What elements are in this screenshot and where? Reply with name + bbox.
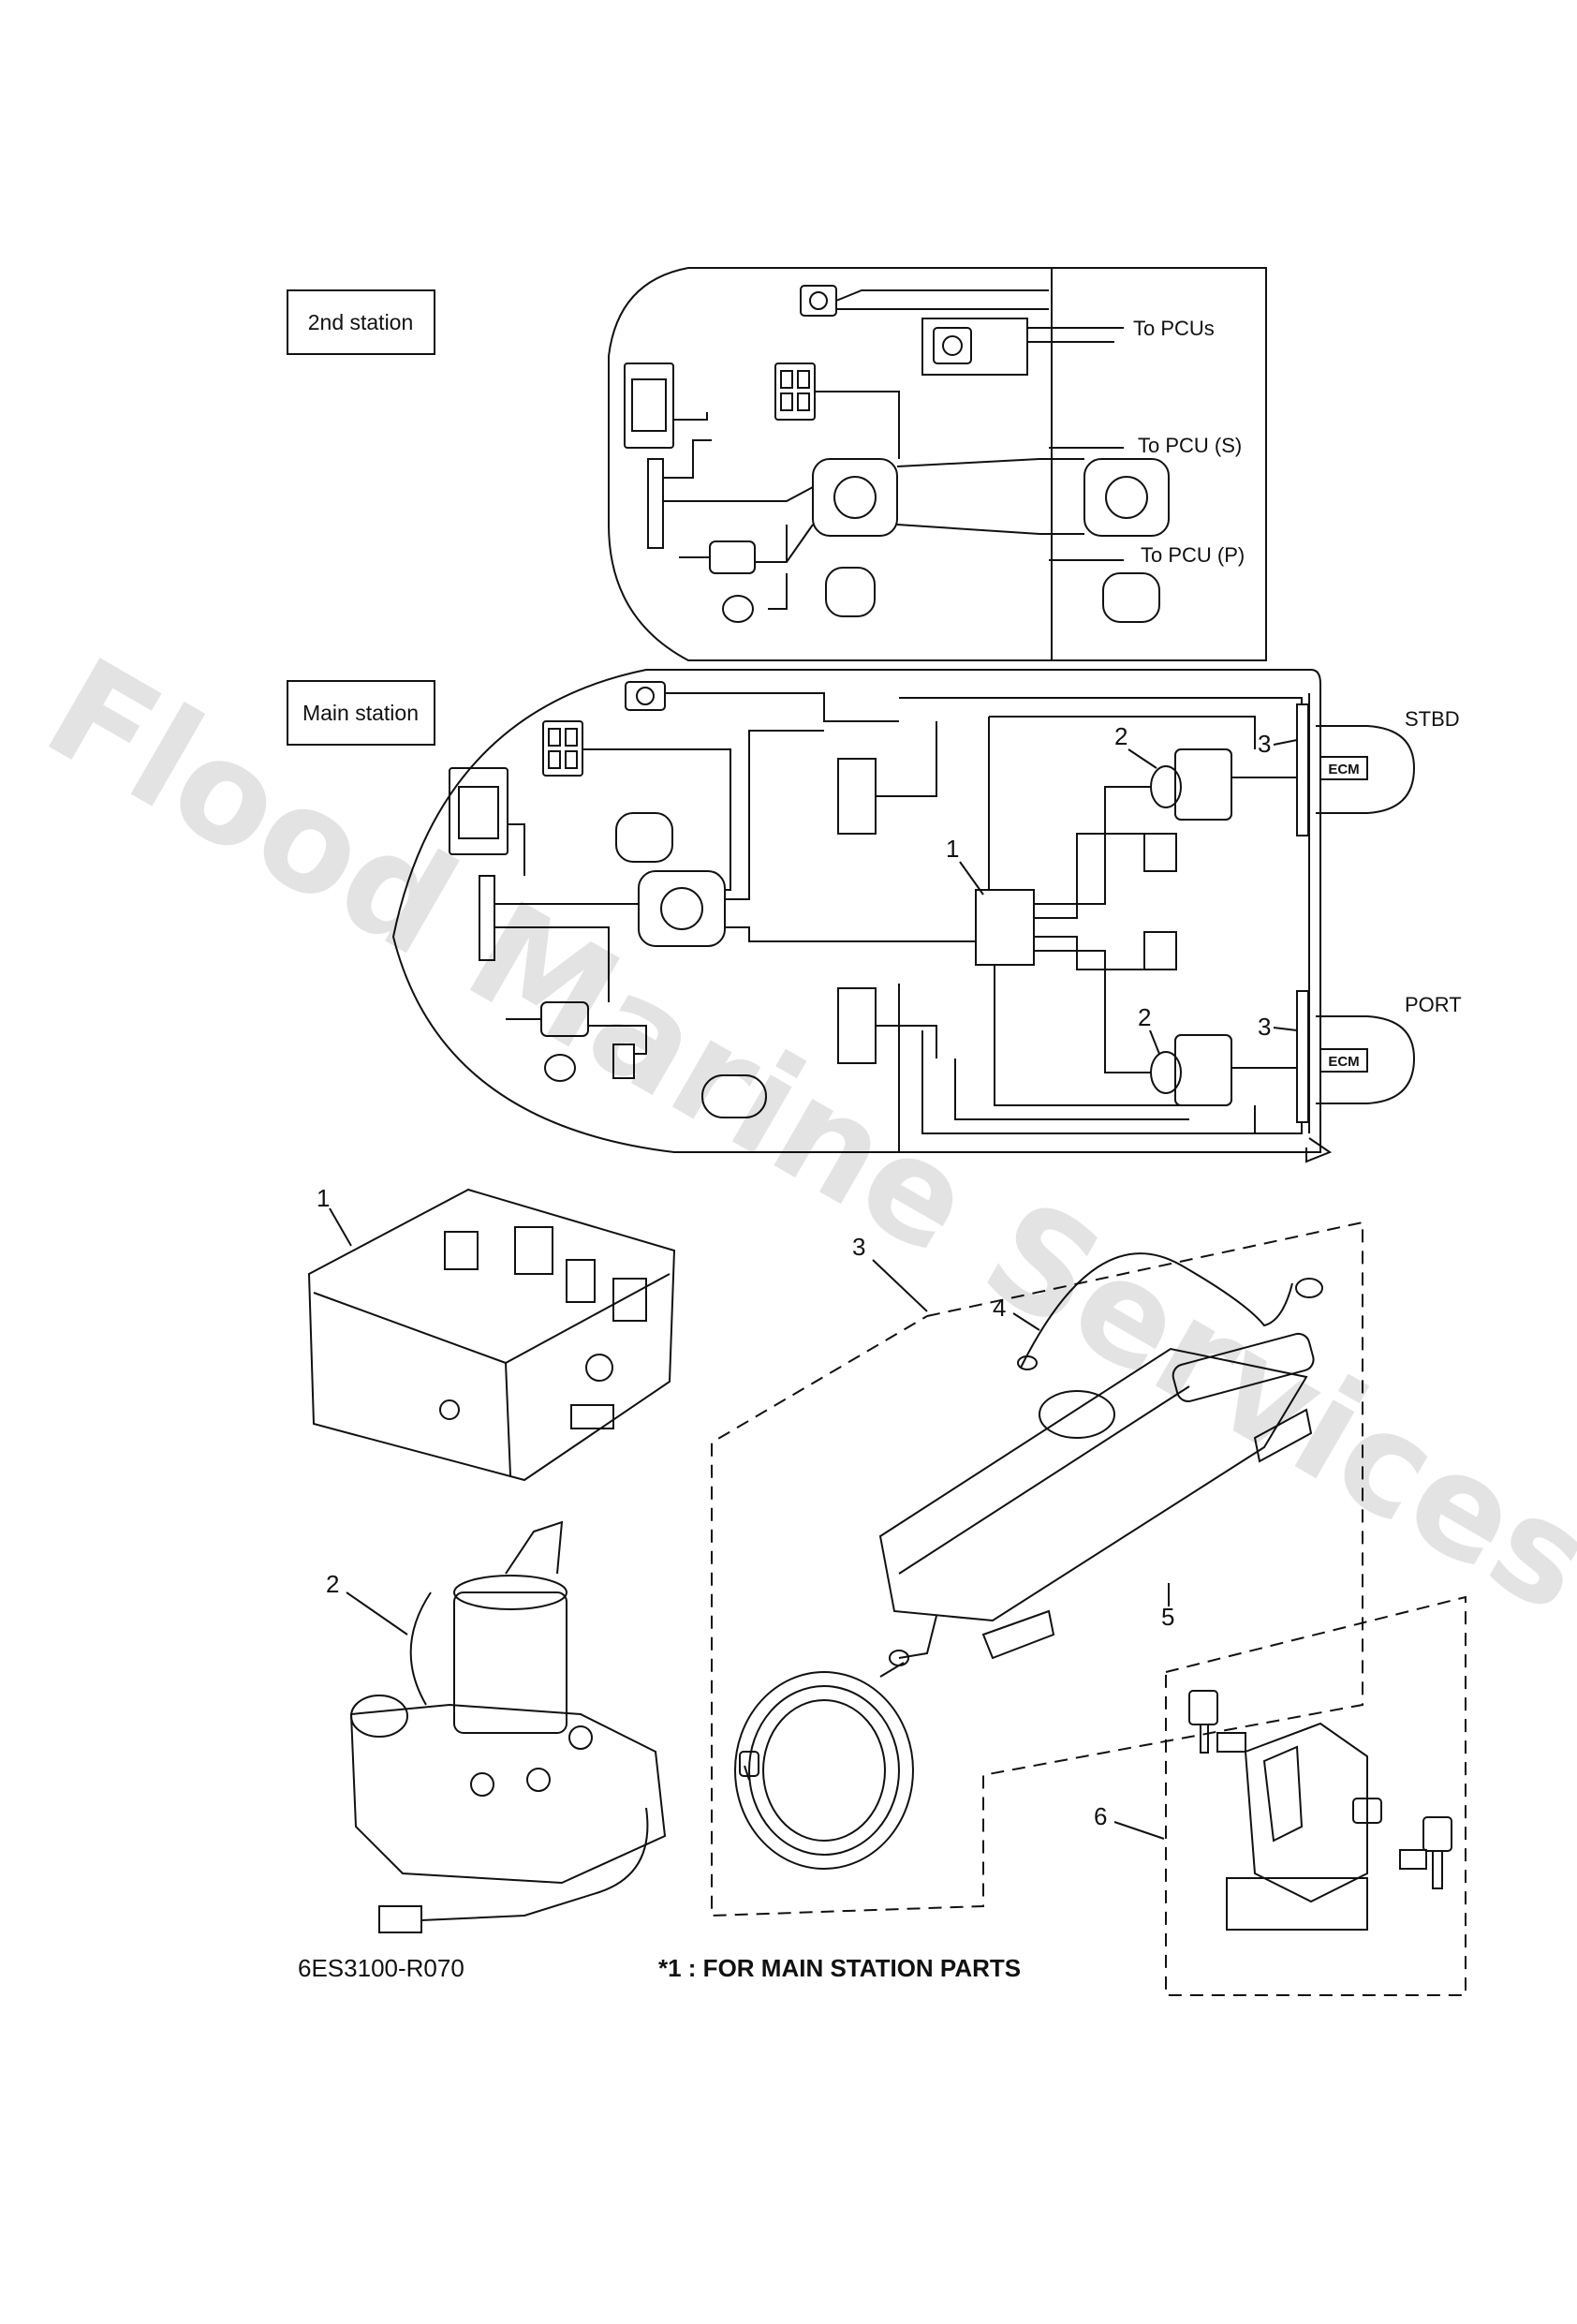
callout-3-stbd: 3 bbox=[1258, 730, 1271, 758]
port-ecm-label: ECM bbox=[1328, 1054, 1359, 1070]
part-6-fittings bbox=[1188, 1690, 1452, 1931]
callout-2-port: 2 bbox=[1138, 1003, 1151, 1031]
part-1-control-unit bbox=[307, 1188, 676, 1482]
main-station-note: *1 : FOR MAIN STATION PARTS bbox=[658, 1954, 1021, 1982]
stbd-label: STBD bbox=[1405, 707, 1460, 731]
callout-2-leader bbox=[346, 1591, 408, 1636]
watermark: Flood Marine Services bbox=[21, 628, 1577, 1644]
part-5-helm-cylinder bbox=[878, 1332, 1315, 1666]
to-pcu-s-label: To PCU (S) bbox=[1138, 434, 1242, 457]
part-2-trim-pump bbox=[349, 1520, 667, 1933]
callout-2-part: 2 bbox=[326, 1570, 339, 1598]
callout-1-main: 1 bbox=[946, 835, 959, 863]
callout-1-leader bbox=[329, 1207, 352, 1247]
callout-2-stbd: 2 bbox=[1114, 722, 1127, 750]
stbd-ecm-bubble bbox=[1316, 725, 1416, 814]
callout-5-part: 5 bbox=[1161, 1603, 1174, 1631]
diagram-code: 6ES3100-R070 bbox=[298, 1954, 464, 1982]
callout-6-leader bbox=[1113, 1821, 1165, 1840]
second-station-label: 2nd station bbox=[308, 310, 414, 334]
main-station-label-box: Main station bbox=[287, 680, 435, 746]
second-station-destination-lines bbox=[1052, 327, 1124, 561]
callout-6-part: 6 bbox=[1094, 1802, 1107, 1830]
callout-leaders-main bbox=[959, 739, 1298, 1055]
to-pcus-label: To PCUs bbox=[1133, 317, 1215, 340]
main-station-panel bbox=[391, 669, 1321, 1153]
main-station-label: Main station bbox=[302, 701, 419, 725]
callout-3-leader bbox=[872, 1259, 928, 1312]
callout-4-part: 4 bbox=[993, 1294, 1006, 1322]
callout-1-part: 1 bbox=[317, 1184, 330, 1212]
second-station-panel bbox=[608, 267, 1267, 661]
second-station-label-box: 2nd station bbox=[287, 289, 435, 355]
callout-4-leader bbox=[1012, 1312, 1040, 1331]
callout-3-part: 3 bbox=[852, 1233, 865, 1261]
port-label: PORT bbox=[1405, 993, 1462, 1016]
main-station-components bbox=[449, 681, 1333, 1163]
callout-3-port: 3 bbox=[1258, 1013, 1271, 1041]
to-pcu-p-label: To PCU (P) bbox=[1141, 543, 1245, 567]
part-6-boundary bbox=[1165, 1595, 1466, 1996]
part-3-kit-boundary bbox=[711, 1221, 1363, 1917]
part-5-hose-coil bbox=[734, 1662, 914, 1870]
stbd-ecm-label: ECM bbox=[1328, 762, 1359, 777]
second-station-components bbox=[624, 285, 1170, 623]
port-ecm-bubble bbox=[1316, 1015, 1416, 1104]
part-4-cable bbox=[1017, 1252, 1323, 1370]
